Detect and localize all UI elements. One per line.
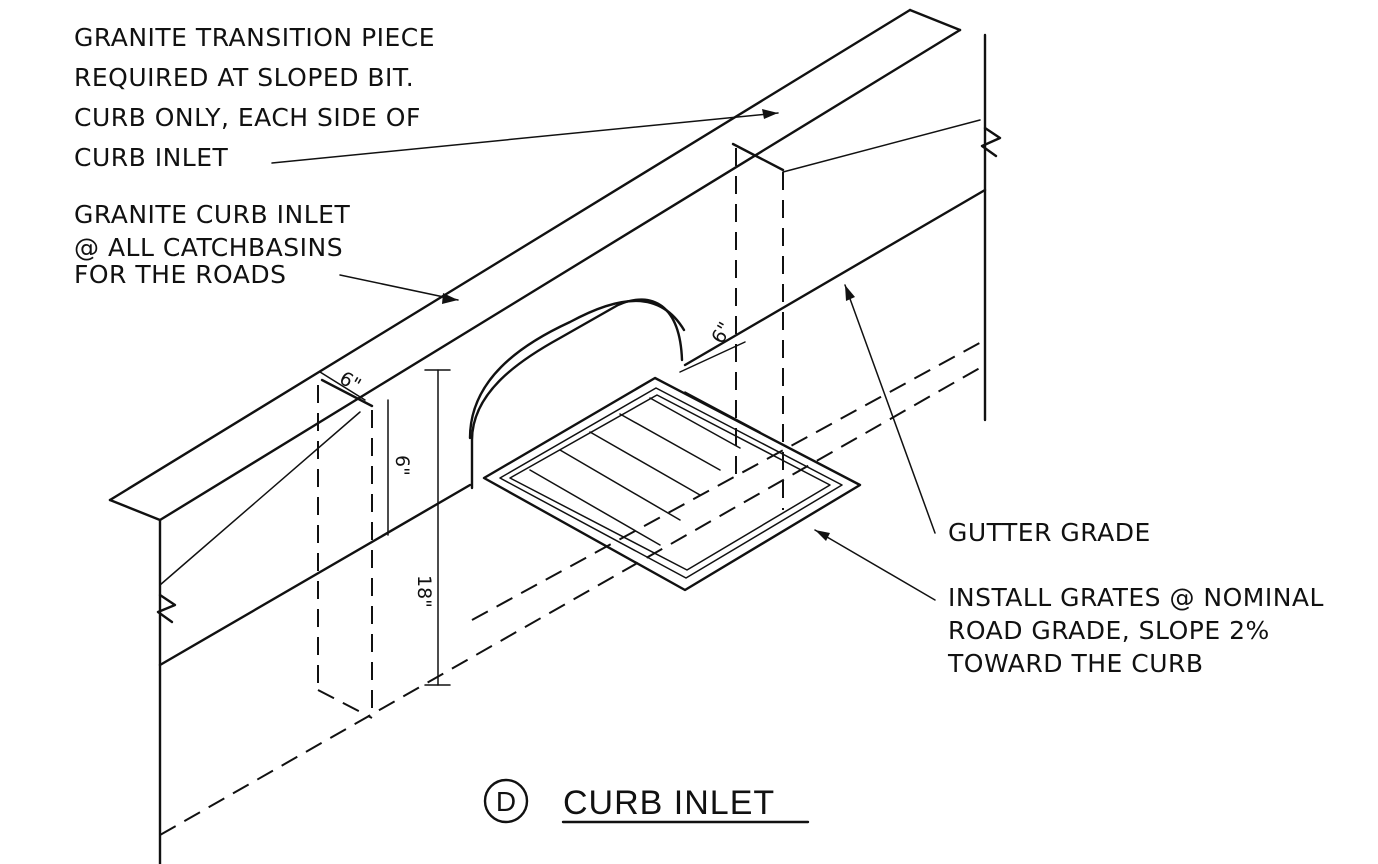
curb-inlet-line-2: @ ALL CATCHBASINS bbox=[74, 233, 343, 262]
dim-top-width: 6" bbox=[336, 367, 365, 396]
detail-title: D CURB INLET bbox=[483, 778, 810, 824]
dim-face-height: 6" bbox=[391, 455, 413, 476]
callout-install-grates: INSTALL GRATES @ NOMINAL ROAD GRADE, SLO… bbox=[947, 583, 1324, 678]
leader-lines bbox=[271, 109, 936, 601]
callout-transition-piece: GRANITE TRANSITION PIECE REQUIRED AT SLO… bbox=[74, 23, 435, 172]
callout-curb-inlet: GRANITE CURB INLET @ ALL CATCHBASINS FOR… bbox=[74, 200, 350, 289]
install-grates-line-3: TOWARD THE CURB bbox=[947, 649, 1204, 678]
curb-top-surface bbox=[108, 8, 962, 522]
detail-title-text: CURB INLET bbox=[563, 784, 775, 822]
curb-inlet-line-1: GRANITE CURB INLET bbox=[74, 200, 350, 229]
transition-line-4: CURB INLET bbox=[74, 143, 229, 172]
transition-line-3: CURB ONLY, EACH SIDE OF bbox=[74, 103, 421, 132]
callout-gutter-grade: GUTTER GRADE bbox=[948, 518, 1151, 547]
transition-line-1: GRANITE TRANSITION PIECE bbox=[74, 23, 435, 52]
dim-setback: 6" bbox=[707, 318, 736, 347]
grate bbox=[482, 376, 862, 592]
detail-tag: D bbox=[496, 786, 516, 817]
install-grates-line-1: INSTALL GRATES @ NOMINAL bbox=[948, 583, 1324, 612]
curb-inlet-line-3: FOR THE ROADS bbox=[74, 260, 287, 289]
inlet-opening bbox=[468, 298, 686, 490]
gutter-grade-label: GUTTER GRADE bbox=[948, 518, 1151, 547]
dimension-lines bbox=[319, 341, 746, 686]
dim-total-height: 18" bbox=[413, 575, 435, 608]
curb-front-face bbox=[156, 33, 1002, 864]
detail-tag-circle bbox=[483, 778, 529, 824]
install-grates-line-2: ROAD GRADE, SLOPE 2% bbox=[948, 616, 1270, 645]
transition-line-2: REQUIRED AT SLOPED BIT. bbox=[74, 63, 414, 92]
